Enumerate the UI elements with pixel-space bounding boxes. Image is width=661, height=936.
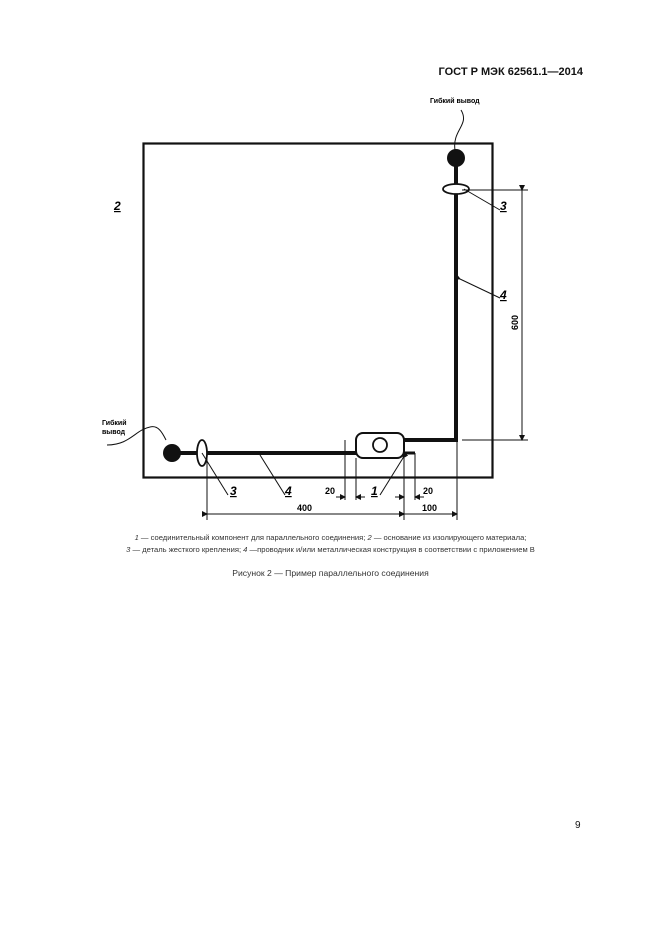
dim-gap-left: 20: [325, 486, 335, 496]
connection-component: [355, 432, 405, 459]
legend-text: —проводник и/или металлическая конструкц…: [247, 545, 535, 554]
terminal-left: [163, 444, 181, 462]
label-component: 1: [371, 484, 378, 498]
legend-num: 4: [243, 545, 248, 554]
dim-vertical: 600: [510, 315, 520, 330]
flex-lead-left-label-2: вывод: [102, 429, 126, 436]
label-clamp-top: 3: [500, 199, 507, 213]
legend-text: — соединительный компонент для параллель…: [138, 533, 368, 542]
legend-line-1: 1 — соединительный компонент для паралле…: [0, 533, 661, 542]
legend-num: 1: [134, 533, 139, 542]
conductor-right: [402, 160, 458, 442]
legend-text: — деталь жесткого крепления;: [130, 545, 244, 554]
legend-line-2: 3 — деталь жесткого крепления; 4 —провод…: [0, 545, 661, 554]
clamp-top: [442, 183, 470, 195]
dim-400: 400: [297, 503, 312, 513]
terminal-top: [447, 149, 465, 167]
flex-lead-left-label-1: Гибкий: [102, 419, 127, 427]
dim-gap-right: 20: [423, 486, 433, 496]
flex-lead-top: [454, 109, 464, 151]
flex-lead-top-label: Гибкий вывод: [430, 97, 480, 105]
flex-lead-left: [106, 426, 167, 446]
label-base: 2: [113, 199, 121, 213]
insulating-base: [142, 142, 494, 479]
label-clamp-bottom: 3: [230, 484, 237, 498]
label-conductor-bottom: 4: [284, 484, 292, 498]
label-conductor-right: 4: [499, 288, 507, 302]
page-number: 9: [575, 820, 581, 831]
dim-100: 100: [422, 503, 437, 513]
document-header: ГОСТ Р МЭК 62561.1—2014: [438, 66, 583, 78]
legend-num: 2: [367, 533, 372, 542]
legend-text: — основание из изолирующего материала;: [371, 533, 527, 542]
connection-bolt: [372, 437, 388, 453]
figure-caption: Рисунок 2 — Пример параллельного соедине…: [232, 568, 429, 578]
legend-num: 3: [126, 545, 131, 554]
